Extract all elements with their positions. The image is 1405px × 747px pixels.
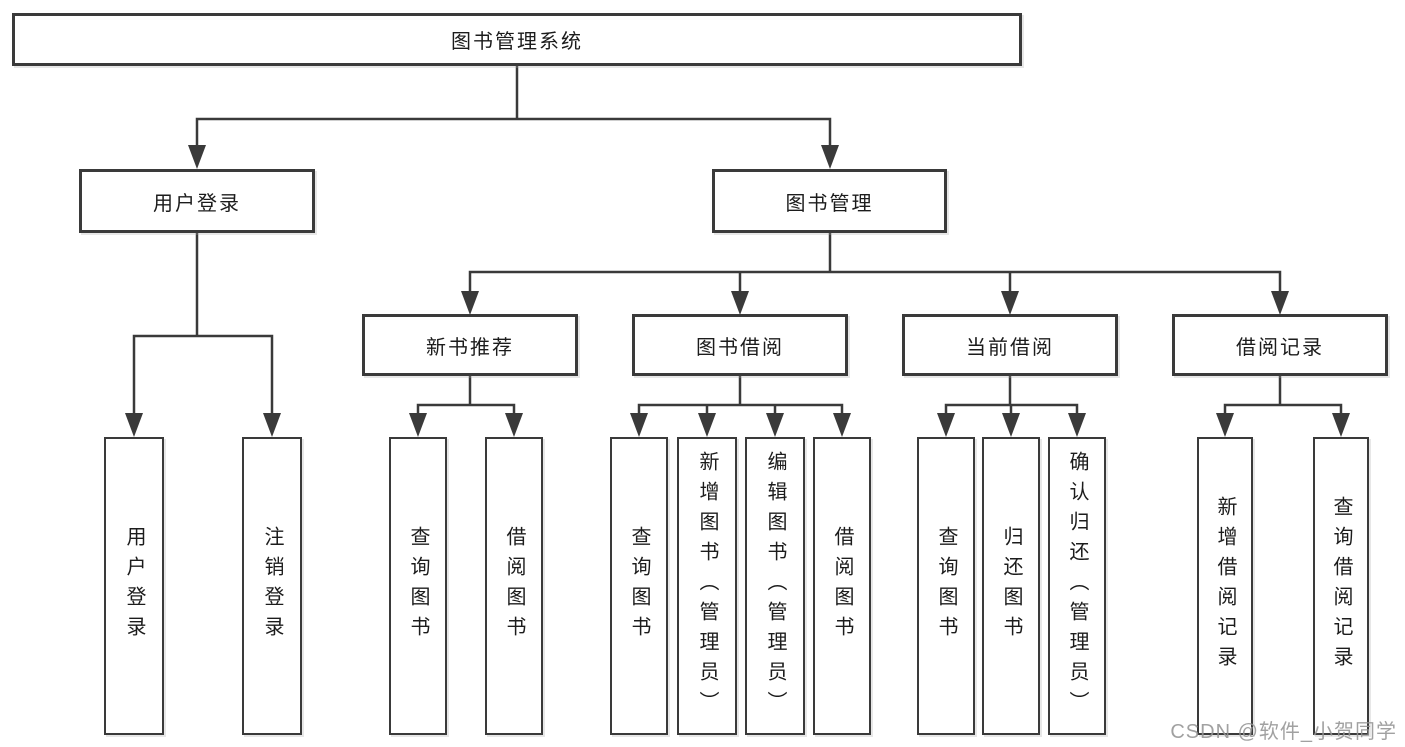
leaf-edit-book-admin-label: 编辑图书（管理员） (764, 451, 786, 721)
leaf-edit-book-admin: 编辑图书（管理员） (745, 437, 805, 735)
leaf-recommend-query-book: 查询图书 (389, 437, 447, 735)
node-book-management-label: 图书管理 (785, 192, 874, 215)
leaf-confirm-return-admin-label: 确认归还（管理员） (1066, 451, 1088, 721)
node-new-book-recommend: 新书推荐 (362, 314, 578, 376)
leaf-borrow-query-book: 查询图书 (610, 437, 668, 735)
csdn-watermark: CSDN @软件_小贺同学 (1170, 721, 1397, 743)
leaf-logout: 注销登录 (242, 437, 302, 735)
leaf-user-login: 用户登录 (104, 437, 164, 735)
leaf-return-book-label: 归还图书 (1000, 526, 1022, 646)
leaf-add-book-admin-label: 新增图书（管理员） (696, 451, 718, 721)
node-borrow-records: 借阅记录 (1172, 314, 1388, 376)
leaf-add-borrow-record: 新增借阅记录 (1197, 437, 1253, 735)
leaf-logout-label: 注销登录 (261, 526, 283, 646)
node-user-login: 用户登录 (79, 169, 315, 233)
node-root-system-label: 图书管理系统 (451, 31, 583, 53)
leaf-borrow-book-label: 借阅图书 (831, 526, 853, 646)
node-borrow-records-label: 借阅记录 (1236, 336, 1324, 359)
leaf-current-query-book: 查询图书 (917, 437, 975, 735)
leaf-query-borrow-record: 查询借阅记录 (1313, 437, 1369, 735)
node-user-login-label: 用户登录 (153, 192, 241, 215)
leaf-current-query-book-label: 查询图书 (935, 526, 957, 646)
leaf-user-login-label: 用户登录 (123, 526, 145, 646)
node-book-management: 图书管理 (712, 169, 947, 233)
leaf-add-borrow-record-label: 新增借阅记录 (1214, 496, 1236, 676)
node-current-borrow-label: 当前借阅 (966, 336, 1054, 359)
leaf-recommend-query-book-label: 查询图书 (407, 526, 429, 646)
leaf-borrow-query-book-label: 查询图书 (628, 526, 650, 646)
node-new-book-recommend-label: 新书推荐 (426, 336, 514, 359)
node-book-borrow-label: 图书借阅 (696, 336, 784, 359)
node-root-system: 图书管理系统 (12, 13, 1022, 66)
leaf-query-borrow-record-label: 查询借阅记录 (1330, 496, 1352, 676)
leaf-recommend-borrow-book: 借阅图书 (485, 437, 543, 735)
leaf-borrow-book: 借阅图书 (813, 437, 871, 735)
leaf-add-book-admin: 新增图书（管理员） (677, 437, 737, 735)
leaf-return-book: 归还图书 (982, 437, 1040, 735)
node-book-borrow: 图书借阅 (632, 314, 848, 376)
leaf-recommend-borrow-book-label: 借阅图书 (503, 526, 525, 646)
node-current-borrow: 当前借阅 (902, 314, 1118, 376)
leaf-confirm-return-admin: 确认归还（管理员） (1048, 437, 1106, 735)
